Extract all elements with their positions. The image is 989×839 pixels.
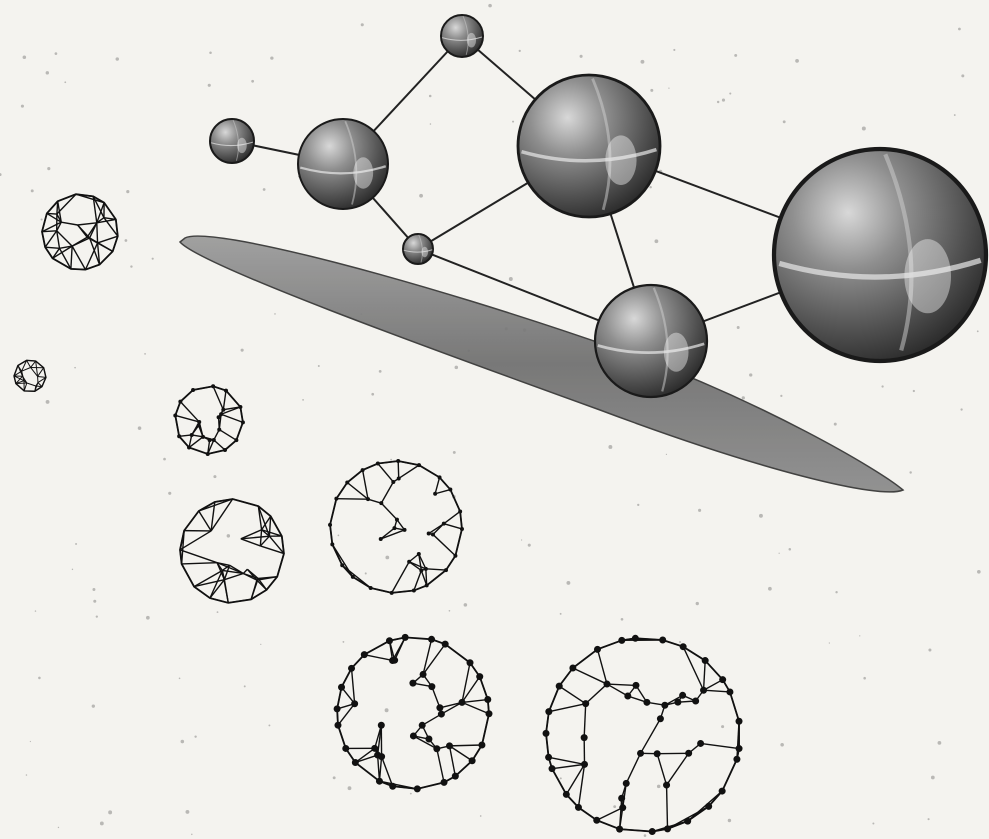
shaded-sphere (298, 119, 388, 209)
wireframe-polyhedron (328, 459, 464, 595)
wireframe-polyhedron (543, 635, 743, 835)
shaded-sphere (441, 15, 483, 57)
wireframe-polyhedron (180, 499, 284, 603)
shaded-sphere (210, 119, 254, 163)
shaded-sphere (403, 234, 433, 264)
wireframe-polyhedron (14, 360, 46, 391)
shaded-sphere (518, 75, 660, 217)
wireframe-polyhedron (173, 384, 245, 456)
wireframe-polyhedron (334, 634, 493, 792)
shaded-sphere-cluster (210, 15, 986, 397)
wireframe-polyhedron (42, 194, 118, 269)
shaded-sphere (595, 285, 707, 397)
shaded-sphere (774, 149, 986, 361)
paper-specks (0, 4, 986, 837)
